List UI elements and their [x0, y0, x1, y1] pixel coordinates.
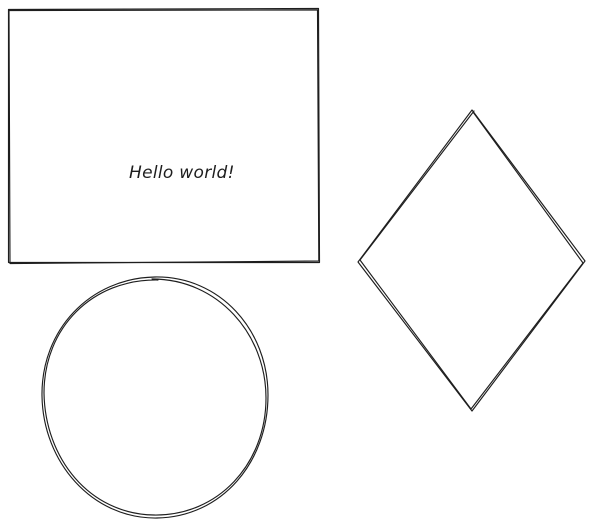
ellipse-stroke-secondary — [43, 278, 267, 516]
ellipse-shape[interactable] — [41, 276, 269, 519]
diamond-stroke-primary — [357, 109, 586, 412]
diamond-shape[interactable] — [357, 109, 586, 412]
rectangle-stroke-secondary — [8, 9, 320, 265]
ellipse-stroke-primary — [41, 276, 269, 519]
rectangle-label: Hello world! — [129, 163, 235, 183]
diamond-stroke-secondary — [359, 110, 584, 410]
rectangle-stroke-primary — [7, 7, 321, 264]
rectangle-shape[interactable]: Hello world! — [7, 7, 321, 265]
